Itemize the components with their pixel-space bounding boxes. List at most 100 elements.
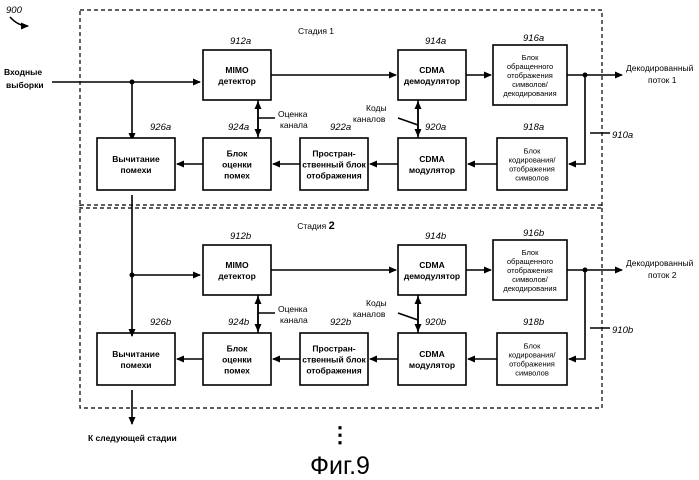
ref-912-b: 912b bbox=[230, 231, 251, 242]
interference-estimator-a-text-1: Блок bbox=[227, 149, 249, 159]
ref-910-b: 910b bbox=[612, 325, 633, 336]
deinterleave-decode-block-a-text-3: отображения bbox=[507, 71, 553, 80]
cdma-demodulator-b bbox=[398, 245, 466, 295]
output-label-line-1-a: Декодированный bbox=[626, 63, 694, 73]
ref-926-b: 926b bbox=[150, 317, 171, 328]
ref-922-b: 922b bbox=[330, 317, 351, 328]
ref-918-a: 918a bbox=[523, 122, 544, 133]
cdma-demodulator-b-text-1: CDMA bbox=[419, 260, 445, 270]
ref-910-a: 910a bbox=[612, 130, 633, 141]
output-label-line-2-a: поток 1 bbox=[648, 75, 677, 85]
interference-estimator-a-text-3: помех bbox=[224, 171, 250, 181]
channel-codes-label-1-a: Коды bbox=[366, 103, 387, 113]
mimo-detector-b-text-2: детектор bbox=[218, 271, 256, 281]
interference-cancel-a-text-2: помехи bbox=[120, 165, 151, 175]
channel-est-label-1-b: Оценка bbox=[278, 304, 308, 314]
ref-914-b: 914b bbox=[425, 231, 446, 242]
ref-926-a: 926a bbox=[150, 122, 171, 133]
stage-title-a: Стадия 1 bbox=[298, 26, 334, 36]
ref-912-a: 912a bbox=[230, 36, 251, 47]
channel-est-label-1-a: Оценка bbox=[278, 109, 308, 119]
interference-cancel-a bbox=[97, 138, 175, 190]
channel-codes-tap-a bbox=[398, 118, 418, 125]
channel-codes-label-1-b: Коды bbox=[366, 298, 387, 308]
mimo-detector-a bbox=[203, 50, 271, 100]
figure-caption: Фиг.9 bbox=[310, 452, 370, 480]
interference-cancel-b-text-2: помехи bbox=[120, 360, 151, 370]
coder-mapper-block-a-text-2: кодирования/ bbox=[509, 156, 557, 165]
cdma-demodulator-a-text-2: демодулятор bbox=[404, 76, 460, 86]
interference-cancel-a-text-1: Вычитание bbox=[112, 154, 160, 164]
deinterleave-decode-block-b-text-2: обращенного bbox=[507, 257, 553, 266]
interference-cancel-b-text-1: Вычитание bbox=[112, 349, 160, 359]
input-label-line-2: выборки bbox=[6, 80, 44, 90]
coder-mapper-block-b-text-3: отображения bbox=[509, 360, 555, 369]
spatial-mapper-a-text-1: Простран- bbox=[312, 149, 355, 159]
stage-1-group: Стадия 1MIMOдетекторCDMAдемодуляторБлоко… bbox=[80, 10, 694, 208]
coder-mapper-block-b-text-2: кодирования/ bbox=[509, 351, 557, 360]
mimo-detector-b bbox=[203, 245, 271, 295]
deinterleave-decode-block-a-text-2: обращенного bbox=[507, 62, 553, 71]
spatial-mapper-a-text-2: ственный блок bbox=[302, 160, 366, 170]
interference-estimator-a-text-2: оценки bbox=[222, 160, 252, 170]
cdma-modulator-b-text-1: CDMA bbox=[419, 349, 445, 359]
output-label-line-2-b: поток 2 bbox=[648, 270, 677, 280]
ref-922-a: 922a bbox=[330, 122, 351, 133]
cdma-modulator-a-text-2: модулятор bbox=[409, 165, 455, 175]
deinterleave-decode-block-b-text-5: декодирования bbox=[503, 284, 556, 293]
feedback-line-a bbox=[569, 75, 585, 164]
stage-2-group: Стадия 2MIMOдетекторCDMAдемодуляторБлоко… bbox=[80, 205, 694, 408]
cdma-modulator-b-text-2: модулятор bbox=[409, 360, 455, 370]
cdma-modulator-a bbox=[398, 138, 466, 190]
spatial-mapper-a-text-3: отображения bbox=[306, 171, 361, 181]
spatial-mapper-b-text-2: ственный блок bbox=[302, 355, 366, 365]
coder-mapper-block-b-text-1: Блок bbox=[524, 342, 541, 351]
cdma-demodulator-a-text-1: CDMA bbox=[419, 65, 445, 75]
channel-codes-label-2-a: каналов bbox=[353, 114, 386, 124]
next-stage-label: К следующей стадии bbox=[88, 433, 177, 443]
continuation-dots: ⋮ bbox=[329, 422, 351, 447]
coder-mapper-block-a-text-4: символов bbox=[515, 174, 549, 183]
ref-914-a: 914a bbox=[425, 36, 446, 47]
coder-mapper-block-a-text-1: Блок bbox=[524, 147, 541, 156]
channel-codes-label-2-b: каналов bbox=[353, 309, 386, 319]
cdma-demodulator-a bbox=[398, 50, 466, 100]
deinterleave-decode-block-a-text-5: декодирования bbox=[503, 89, 556, 98]
ref-916-a: 916a bbox=[523, 33, 544, 44]
figure-number: 900 bbox=[6, 5, 23, 16]
mimo-detector-a-text-1: MIMO bbox=[225, 65, 249, 75]
channel-codes-tap-b bbox=[398, 313, 418, 320]
mimo-detector-b-text-1: MIMO bbox=[225, 260, 249, 270]
ref-918-b: 918b bbox=[523, 317, 544, 328]
deinterleave-decode-block-b-text-4: символов/ bbox=[512, 275, 549, 284]
deinterleave-decode-block-a-text-4: символов/ bbox=[512, 80, 549, 89]
stage-title-b: Стадия 2 bbox=[297, 220, 334, 232]
ref-916-b: 916b bbox=[523, 228, 544, 239]
cdma-modulator-b bbox=[398, 333, 466, 385]
mimo-detector-a-text-2: детектор bbox=[218, 76, 256, 86]
channel-est-label-2-a: канала bbox=[280, 120, 308, 130]
stage-title-number-b: 2 bbox=[329, 220, 335, 232]
spatial-mapper-b-text-1: Простран- bbox=[312, 344, 355, 354]
deinterleave-decode-block-b-text-3: отображения bbox=[507, 266, 553, 275]
feedback-line-b bbox=[569, 270, 585, 359]
channel-est-label-2-b: канала bbox=[280, 315, 308, 325]
coder-mapper-block-b-text-4: символов bbox=[515, 369, 549, 378]
stage-title-word-a: Стадия bbox=[298, 26, 329, 36]
ref-924-b: 924b bbox=[228, 317, 249, 328]
cdma-modulator-a-text-1: CDMA bbox=[419, 154, 445, 164]
deinterleave-decode-block-a-text-1: Блок bbox=[522, 53, 539, 62]
interference-estimator-b-text-2: оценки bbox=[222, 355, 252, 365]
interference-estimator-b-text-1: Блок bbox=[227, 344, 249, 354]
cdma-demodulator-b-text-2: демодулятор bbox=[404, 271, 460, 281]
ref-924-a: 924a bbox=[228, 122, 249, 133]
input-label-line-1: Входные bbox=[4, 67, 42, 77]
output-label-line-1-b: Декодированный bbox=[626, 258, 694, 268]
ref-920-b: 920b bbox=[425, 317, 446, 328]
interference-estimator-b-text-3: помех bbox=[224, 366, 250, 376]
ref-920-a: 920a bbox=[425, 122, 446, 133]
deinterleave-decode-block-b-text-1: Блок bbox=[522, 248, 539, 257]
stage-title-word-b: Стадия bbox=[297, 221, 328, 231]
spatial-mapper-b-text-3: отображения bbox=[306, 366, 361, 376]
